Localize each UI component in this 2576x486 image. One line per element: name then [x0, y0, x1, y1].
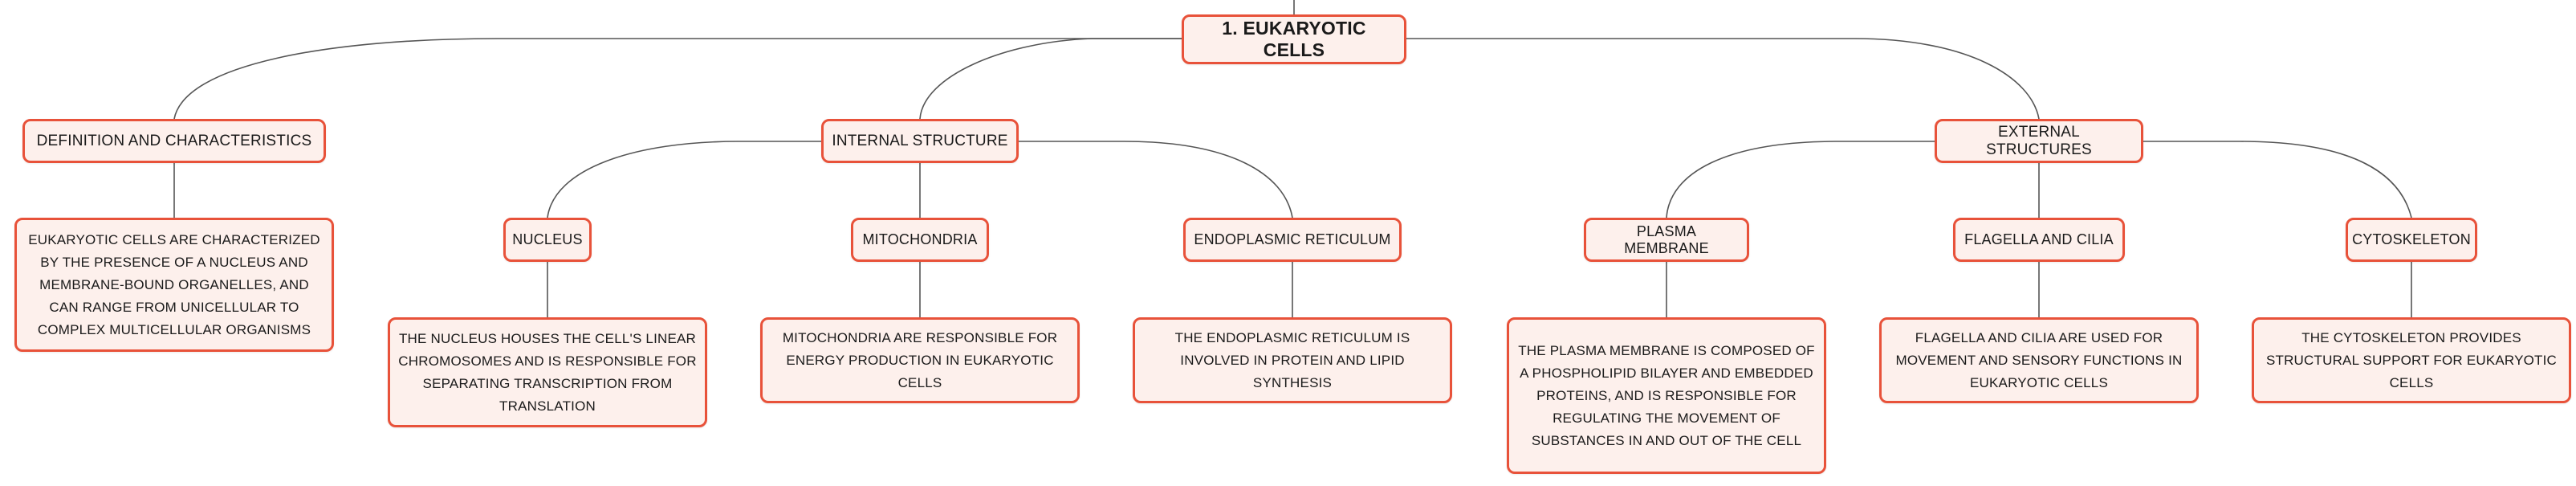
connector-internal-nucleus	[547, 141, 821, 218]
node-flagella-and-cilia[interactable]: FLAGELLA AND CILIA	[1953, 218, 2125, 262]
detail-cytoskeleton[interactable]: THE CYTOSKELETON PROVIDES STRUCTURAL SUP…	[2252, 317, 2571, 403]
detail-definition[interactable]: EUKARYOTIC CELLS ARE CHARACTERIZED BY TH…	[14, 218, 334, 352]
node-cytoskeleton[interactable]: CYTOSKELETON	[2346, 218, 2477, 262]
connector-external-cytoskeleton	[2143, 141, 2412, 218]
node-plasma-membrane[interactable]: PLASMA MEMBRANE	[1584, 218, 1749, 262]
root-node[interactable]: 1. EUKARYOTIC CELLS	[1182, 14, 1406, 64]
branch-definition-and-characteristics[interactable]: DEFINITION AND CHARACTERISTICS	[22, 119, 326, 163]
branch-external-structures[interactable]: EXTERNAL STRUCTURES	[1935, 119, 2143, 163]
connector-root-definition	[173, 38, 1183, 120]
detail-mitochondria[interactable]: MITOCHONDRIA ARE RESPONSIBLE FOR ENERGY …	[760, 317, 1080, 403]
detail-flagella-and-cilia[interactable]: FLAGELLA AND CILIA ARE USED FOR MOVEMENT…	[1879, 317, 2199, 403]
detail-endoplasmic-reticulum[interactable]: THE ENDOPLASMIC RETICULUM IS INVOLVED IN…	[1133, 317, 1452, 403]
node-mitochondria[interactable]: MITOCHONDRIA	[851, 218, 989, 262]
node-endoplasmic-reticulum[interactable]: ENDOPLASMIC RETICULUM	[1183, 218, 1402, 262]
node-nucleus[interactable]: NUCLEUS	[503, 218, 592, 262]
detail-nucleus[interactable]: THE NUCLEUS HOUSES THE CELL'S LINEAR CHR…	[388, 317, 707, 427]
connector-external-plasma	[1666, 141, 1935, 218]
detail-plasma-membrane[interactable]: THE PLASMA MEMBRANE IS COMPOSED OF A PHO…	[1507, 317, 1826, 474]
connector-internal-er	[1019, 141, 1293, 218]
connector-root-external	[1405, 38, 2040, 120]
branch-internal-structure[interactable]: INTERNAL STRUCTURE	[821, 119, 1019, 163]
connector-root-internal	[919, 38, 1183, 120]
